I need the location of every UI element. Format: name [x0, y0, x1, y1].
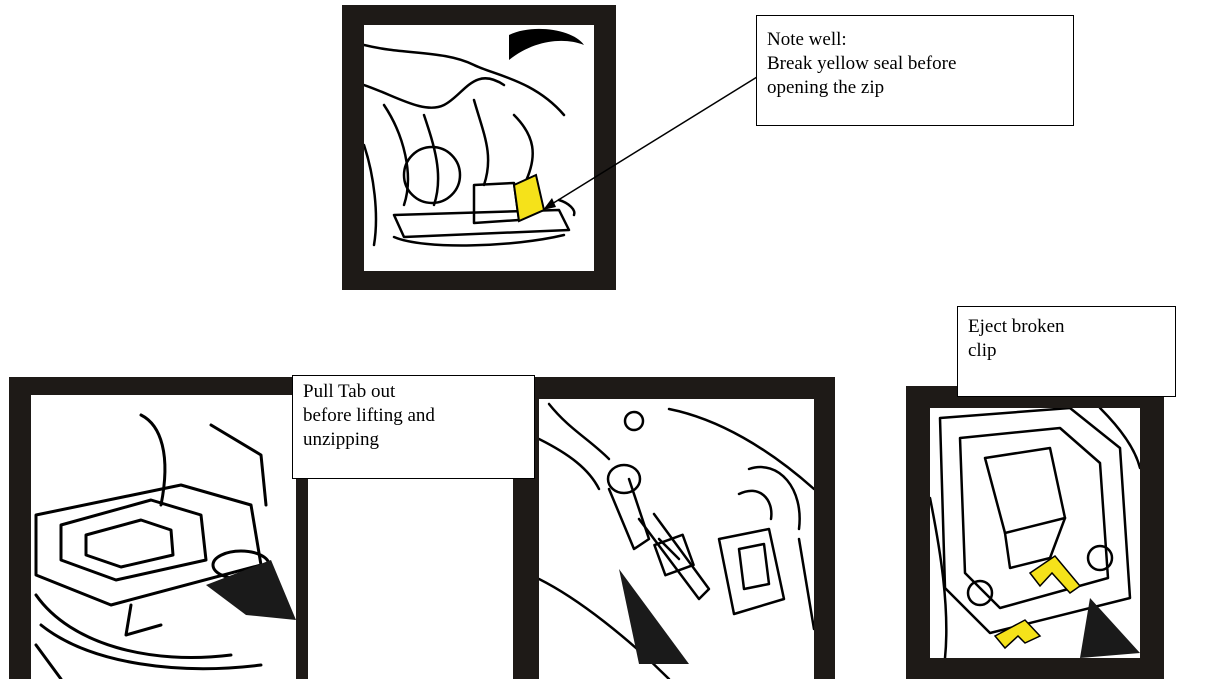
eject-clip-illustration: [930, 408, 1140, 658]
unzip-hand-illustration: [539, 402, 814, 679]
seal-note-callout: Note well: Break yellow seal before open…: [756, 15, 1074, 126]
seal-panel: [342, 5, 616, 290]
unzip-panel: [513, 377, 835, 679]
eject-clip-panel: [906, 386, 1164, 679]
pull-tab-illustration: [34, 413, 296, 679]
pull-tab-panel: [9, 377, 308, 679]
zip-seal-illustration: [364, 28, 584, 247]
pull-tab-callout: Pull Tab out before lifting and unzippin…: [292, 375, 535, 479]
eject-clip-callout: Eject broken clip: [957, 306, 1176, 397]
